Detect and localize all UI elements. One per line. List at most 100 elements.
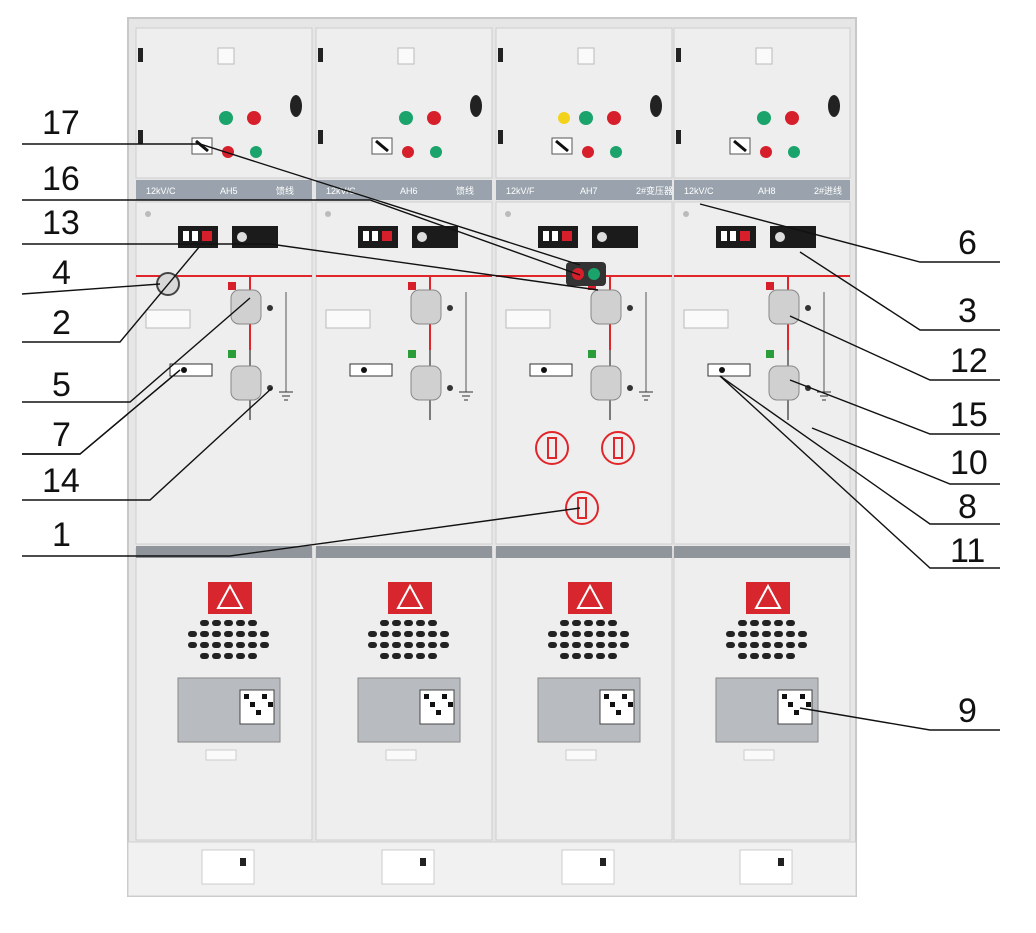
fuse-symbol xyxy=(535,431,569,465)
qr-code-dot xyxy=(244,694,249,699)
vent-slot xyxy=(428,642,437,648)
fuse-element xyxy=(547,437,557,459)
vent-slot xyxy=(596,642,605,648)
fuse-symbol xyxy=(565,491,599,525)
plinth-lock xyxy=(600,858,606,866)
vent-slot xyxy=(560,642,569,648)
leader-line-16 xyxy=(719,375,1000,525)
vent-slot xyxy=(560,653,569,659)
vent-slot xyxy=(798,631,807,637)
relay-knob xyxy=(417,232,427,242)
relay-knob xyxy=(237,232,247,242)
red-lamp xyxy=(785,111,799,125)
operating-panel xyxy=(135,201,313,545)
plinth-lock xyxy=(778,858,784,866)
vent-slot xyxy=(188,642,197,648)
qr-code-dot xyxy=(442,694,447,699)
indicator-plate xyxy=(217,47,235,65)
status-dot xyxy=(267,385,273,391)
vent-slot xyxy=(584,620,593,626)
vent-slot xyxy=(428,631,437,637)
callout-12: 12 xyxy=(950,342,988,380)
callout-15: 15 xyxy=(950,396,988,434)
callout-8: 8 xyxy=(958,488,977,526)
leader-line-5 xyxy=(22,245,201,343)
vent-slot xyxy=(762,631,771,637)
indicator-window xyxy=(372,231,378,241)
vent-slot xyxy=(224,631,233,637)
screw xyxy=(505,211,511,217)
qr-code-dot xyxy=(268,702,273,707)
breaker-operator xyxy=(410,365,442,401)
vent-slot xyxy=(750,642,759,648)
callout-14: 14 xyxy=(42,462,80,500)
green-lamp xyxy=(579,111,593,125)
vent-slot xyxy=(608,620,617,626)
vent-slot xyxy=(404,620,413,626)
operating-panel xyxy=(315,201,493,545)
indicator-plate xyxy=(755,47,773,65)
vent-slot xyxy=(572,620,581,626)
strip-mid-text: AH8 xyxy=(758,186,776,196)
strip-right-text: 2#变压器 xyxy=(636,185,673,196)
strip-mid-text: AH5 xyxy=(220,186,238,196)
vent-slot xyxy=(786,620,795,626)
vent-slot xyxy=(786,631,795,637)
leader-line-9 xyxy=(22,387,273,501)
vent-slot xyxy=(620,631,629,637)
screw xyxy=(683,211,689,217)
leader-line-11 xyxy=(699,203,1000,263)
door-handle xyxy=(290,95,302,117)
strip-right-text: 2#进线 xyxy=(814,185,842,196)
vent-slot xyxy=(572,631,581,637)
red-lamp xyxy=(247,111,261,125)
qr-code-dot xyxy=(430,702,435,707)
green-button xyxy=(250,146,262,158)
protection-relay xyxy=(412,226,458,248)
protection-relay xyxy=(232,226,278,248)
vent-slot xyxy=(572,642,581,648)
leader-line-13 xyxy=(789,315,1000,381)
selector-knob xyxy=(375,139,389,153)
vent-slot xyxy=(608,631,617,637)
door-hinge xyxy=(138,48,143,62)
red-lamp xyxy=(607,111,621,125)
position-flag xyxy=(408,282,416,290)
relay-knob xyxy=(597,232,607,242)
fuse-element xyxy=(613,437,623,459)
vent-slot xyxy=(392,620,401,626)
protection-relay xyxy=(592,226,638,248)
strip-left-text: 12kV/C xyxy=(684,186,714,196)
qr-code-dot xyxy=(424,694,429,699)
vent-slot xyxy=(608,653,617,659)
callout-1: 1 xyxy=(52,516,71,554)
callout-17: 17 xyxy=(42,104,80,142)
strip-mid-text: AH6 xyxy=(400,186,418,196)
leader-line-18 xyxy=(799,707,1000,731)
vent-slot xyxy=(750,631,759,637)
indicator-window xyxy=(382,231,392,241)
vent-slot xyxy=(380,631,389,637)
vent-slot xyxy=(548,631,557,637)
vent-slot xyxy=(224,653,233,659)
plinth-cover xyxy=(739,849,793,885)
instruction-label xyxy=(683,309,729,329)
qr-code-dot xyxy=(622,694,627,699)
leader-line-15 xyxy=(811,427,1000,485)
door-rail xyxy=(496,546,672,558)
vent-slot xyxy=(236,642,245,648)
callout-5: 5 xyxy=(52,366,71,404)
selector-knob xyxy=(733,139,747,153)
earth-icon xyxy=(279,391,293,401)
door-hinge xyxy=(318,130,323,144)
breaker-operator xyxy=(768,365,800,401)
callout-9: 9 xyxy=(958,692,977,730)
panel-header-strip xyxy=(496,180,672,200)
interlock-slider xyxy=(529,363,573,377)
door-latch xyxy=(565,749,597,761)
indicator-window xyxy=(562,231,572,241)
position-flag xyxy=(228,350,236,358)
vent-slot xyxy=(236,620,245,626)
indicator-plate xyxy=(577,47,595,65)
vent-slot xyxy=(762,653,771,659)
